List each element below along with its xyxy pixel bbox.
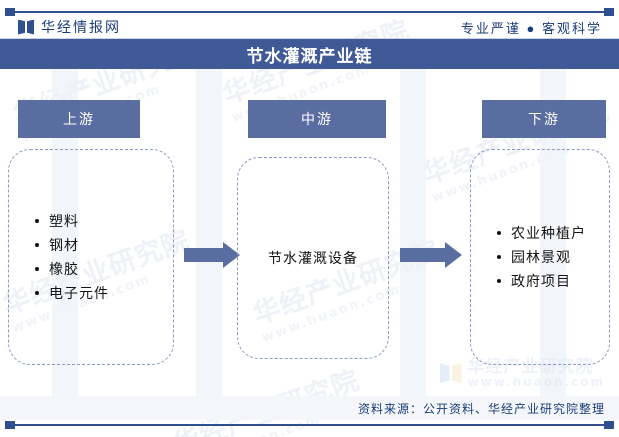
list-item: 农业种植户 <box>497 221 586 245</box>
arrow-head-icon <box>445 242 462 268</box>
list-item: 电子元件 <box>35 281 109 305</box>
stage-cap-downstream: 下游 <box>482 100 606 138</box>
stage-cap-label: 中游 <box>301 111 333 127</box>
top-rule <box>5 8 614 16</box>
list-item: 橡胶 <box>35 257 109 281</box>
chain-diagram: 上游 中游 下游 塑料 钢材 橡胶 电子元件 节水灌溉设备 <box>0 69 619 389</box>
arrow-midstream-to-downstream <box>400 242 462 268</box>
list-item: 钢材 <box>35 233 109 257</box>
downstream-list: 农业种植户 园林景观 政府项目 <box>471 221 586 293</box>
stage-cap-upstream: 上游 <box>18 100 140 138</box>
stage-cap-label: 下游 <box>528 111 560 127</box>
bottom-rule <box>5 421 614 429</box>
page-title: 节水灌溉产业链 <box>246 46 373 66</box>
stage-cap-label: 上游 <box>63 111 95 127</box>
header-divider <box>0 38 619 39</box>
brand: 华经情报网 <box>18 17 121 37</box>
source-bar: 资料来源：公开资料、华经产业研究院整理 <box>0 396 619 420</box>
title-bar: 节水灌溉产业链 <box>0 39 619 69</box>
arrow-shaft <box>184 248 223 262</box>
list-item: 园林景观 <box>497 245 586 269</box>
stage-panel-downstream: 农业种植户 园林景观 政府项目 <box>470 149 610 365</box>
header-tagline: 专业严谨 ● 客观科学 <box>460 21 602 36</box>
stage-panel-upstream: 塑料 钢材 橡胶 电子元件 <box>8 149 174 365</box>
huaon-logo-icon <box>439 363 462 384</box>
stage-cap-midstream: 中游 <box>248 100 386 138</box>
arrow-shaft <box>400 248 445 262</box>
brand-name: 华经情报网 <box>41 19 121 35</box>
bowtie-logo-icon <box>18 19 34 35</box>
list-item: 塑料 <box>35 209 109 233</box>
source-text: 资料来源：公开资料、华经产业研究院整理 <box>357 401 605 416</box>
upstream-list: 塑料 钢材 橡胶 电子元件 <box>9 209 109 305</box>
midstream-label: 节水灌溉设备 <box>268 250 358 266</box>
list-item: 政府项目 <box>497 269 586 293</box>
arrow-head-icon <box>223 242 240 268</box>
arrow-upstream-to-midstream <box>184 242 240 268</box>
stage-panel-midstream: 节水灌溉设备 <box>237 157 389 359</box>
footer-watermark-url: www.huaon.com <box>467 374 605 389</box>
